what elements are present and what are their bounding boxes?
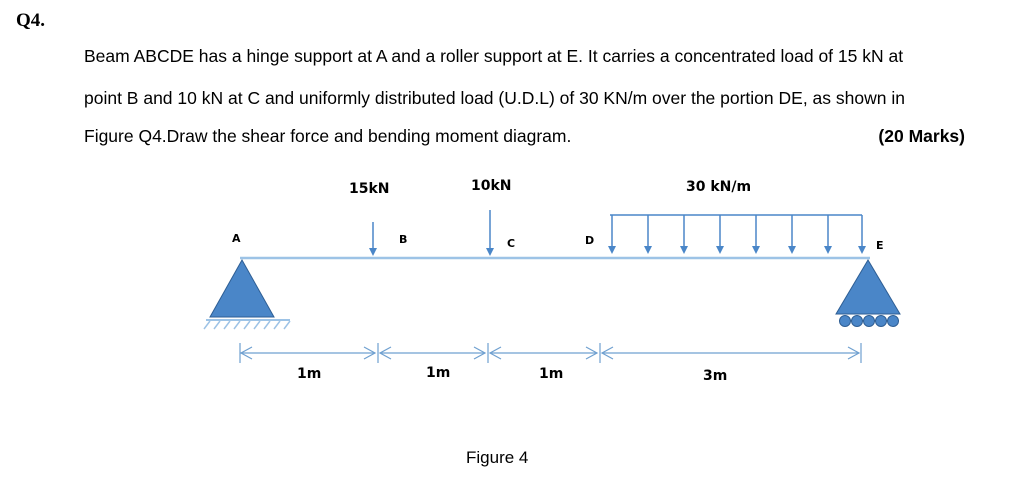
udl-label: 30 kN/m xyxy=(686,179,751,195)
label-point-d: D xyxy=(585,234,594,247)
figure-caption: Figure 4 xyxy=(466,448,529,467)
udl-arrows xyxy=(608,215,866,254)
dimension-lines xyxy=(239,343,862,363)
question-text-line-2: point B and 10 kN at C and uniformly dis… xyxy=(84,88,905,108)
marks-label: (20 Marks) xyxy=(878,126,965,146)
question-text-line-1: Beam ABCDE has a hinge support at A and … xyxy=(84,46,904,66)
hinge-support-a xyxy=(203,258,291,330)
label-point-e: E xyxy=(876,239,884,252)
label-point-a: A xyxy=(232,232,241,245)
load-label-10kn: 10kN xyxy=(471,178,512,194)
label-point-c: C xyxy=(507,237,515,250)
span-label-de: 3m xyxy=(703,368,727,384)
roller-support-e xyxy=(835,259,901,327)
question-text-line-3: Figure Q4.Draw the shear force and bendi… xyxy=(84,126,572,146)
span-label-cd: 1m xyxy=(539,366,563,382)
span-label-bc: 1m xyxy=(426,365,450,381)
load-label-15kn: 15kN xyxy=(349,181,390,197)
question-number: Q4. xyxy=(16,10,46,31)
label-point-b: B xyxy=(399,233,407,246)
span-label-ab: 1m xyxy=(297,366,321,382)
